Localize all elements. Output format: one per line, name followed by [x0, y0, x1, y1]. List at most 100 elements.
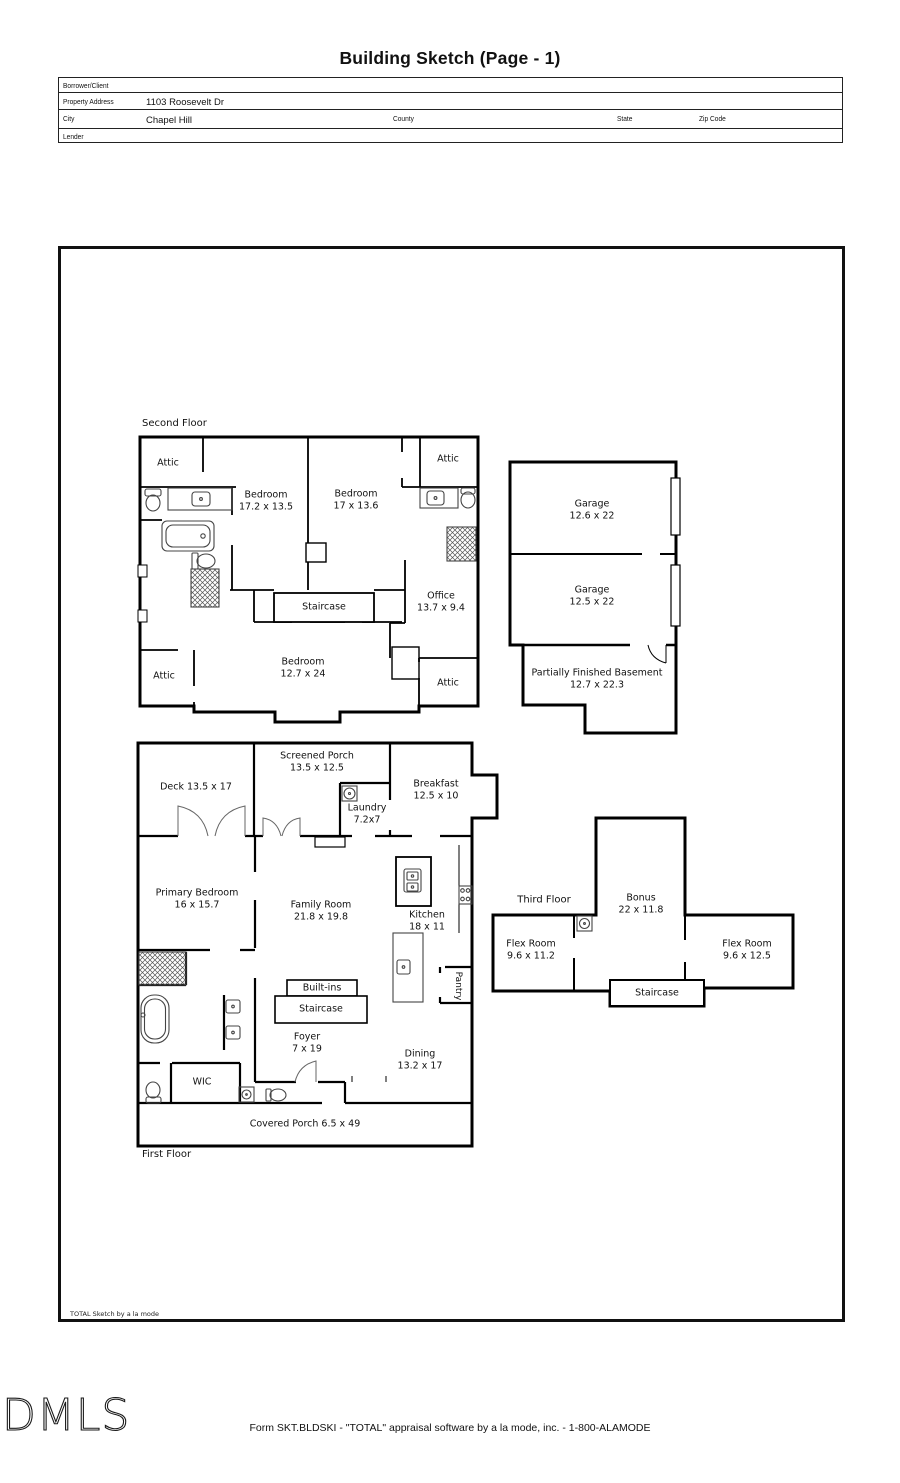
- door-arc: [647, 644, 667, 664]
- sink-counter-icon: [419, 487, 459, 509]
- row-property-address: Property Address 1103 Roosevelt Dr: [59, 92, 842, 109]
- room-label-covered-porch: Covered Porch 6.5 x 49: [249, 1118, 361, 1130]
- first-floor-interior-walls: [138, 743, 472, 1105]
- room-name: Breakfast: [413, 778, 459, 790]
- city-value: Chapel Hill: [146, 115, 192, 126]
- wall-fixture: [137, 564, 148, 578]
- toilet-icon: [265, 1088, 287, 1102]
- room-dims: 13.2 x 17: [397, 1060, 443, 1071]
- room-label-bedroom2: Bedroom 17 x 13.6: [334, 489, 379, 512]
- room-label-pantry: Pantry: [452, 971, 463, 1001]
- stove-icon: [403, 868, 422, 893]
- floor-label-second: Second Floor: [142, 418, 207, 429]
- row-city-county-state-zip: City Chapel Hill County State Zip Code: [59, 109, 842, 128]
- room-label-breakfast: Breakfast 12.5 x 10: [413, 779, 458, 802]
- toilet-icon: [191, 552, 216, 570]
- room-name: Office: [427, 590, 455, 602]
- first-floor-fixtures: [138, 785, 473, 1104]
- room-label-laundry: Laundry 7.2x7: [348, 803, 387, 826]
- room-name: Laundry: [347, 802, 387, 814]
- kitchen-island: [395, 856, 432, 907]
- page-title: Building Sketch (Page - 1): [339, 48, 561, 68]
- garage-door: [670, 477, 681, 536]
- french-door-arc: [177, 805, 246, 837]
- sink-icon: [225, 999, 241, 1014]
- room-label-deck: Deck 13.5 x 17: [160, 781, 232, 793]
- room-dims: 12.6 x 22: [569, 510, 615, 521]
- room-label-basement: Partially Finished Basement 12.7 x 22.3: [531, 668, 662, 691]
- bathtub-icon: [140, 994, 170, 1044]
- room-name: Flex Room: [506, 938, 556, 950]
- form-footer: Form SKT.BLDSKI - "TOTAL" appraisal soft…: [249, 1422, 651, 1434]
- garage-basement-plan: [508, 460, 681, 735]
- bathtub-icon: [161, 520, 215, 552]
- room-name: Primary Bedroom: [155, 887, 239, 899]
- row-borrower: Borrower/Client: [59, 78, 842, 92]
- second-floor-plan: [137, 435, 480, 724]
- room-name: Partially Finished Basement: [531, 667, 663, 679]
- room-label-kitchen: Kitchen 18 x 11: [409, 910, 445, 933]
- shower-icon: [190, 568, 220, 608]
- first-floor-plan: [136, 741, 499, 1148]
- room-label-wic: WIC: [192, 1076, 212, 1088]
- door-arcs: [177, 805, 317, 1083]
- room-label-attic-tl: Attic: [157, 457, 179, 469]
- sink-icon: [576, 915, 593, 932]
- room-name: Dining: [404, 1048, 436, 1060]
- state-label: State: [617, 114, 633, 123]
- borrower-label: Borrower/Client: [63, 81, 109, 90]
- room-label-screened-porch: Screened Porch 13.5 x 12.5: [280, 751, 354, 774]
- room-name: Kitchen: [409, 909, 445, 921]
- french-door-arc: [262, 817, 301, 837]
- room-name: Flex Room: [722, 938, 772, 950]
- room-dims: 18 x 11: [409, 921, 445, 932]
- room-label-garage2: Garage 12.5 x 22: [570, 585, 615, 608]
- garage-door: [670, 564, 681, 627]
- kitchen-counter: [392, 932, 424, 1003]
- range-icon: [458, 885, 473, 905]
- room-dims: 9.6 x 12.5: [723, 950, 771, 961]
- third-floor-plan: [491, 816, 795, 1008]
- floor-label-first: First Floor: [142, 1149, 192, 1160]
- front-door-arc: [294, 1060, 317, 1083]
- room-name: Garage: [574, 584, 610, 596]
- staircase-box-third: [609, 979, 705, 1007]
- room-label-attic-tr: Attic: [437, 453, 459, 465]
- shower-icon: [446, 526, 477, 562]
- room-label-office: Office 13.7 x 9.4: [417, 591, 465, 614]
- second-floor-fixtures: [144, 487, 477, 608]
- room-name: Bedroom: [281, 656, 325, 668]
- city-label: City: [63, 114, 75, 123]
- room-dims: 13.5 x 12.5: [290, 762, 344, 773]
- room-label-staircase-second: Staircase: [302, 601, 346, 613]
- staircase-box-first: [274, 995, 368, 1024]
- room-label-garage1: Garage 12.6 x 22: [570, 499, 615, 522]
- room-label-built-ins: Built-ins: [302, 982, 342, 994]
- room-dims: 7.2x7: [353, 814, 381, 825]
- sketch-credit: TOTAL Sketch by a la mode: [70, 1310, 160, 1318]
- room-label-staircase-first: Staircase: [299, 1003, 343, 1015]
- room-label-bonus: Bonus 22 x 11.8: [619, 893, 664, 916]
- sink-counter-icon: [167, 487, 233, 511]
- room-name: Screened Porch: [280, 750, 354, 762]
- room-dims: 17.2 x 13.5: [239, 501, 293, 512]
- lender-label: Lender: [63, 132, 84, 141]
- room-dims: 9.6 x 11.2: [507, 950, 555, 961]
- hearth: [314, 836, 346, 848]
- room-name: Foyer: [293, 1031, 321, 1043]
- room-dims: 22 x 11.8: [618, 904, 664, 915]
- county-label: County: [393, 114, 414, 123]
- shower-icon: [138, 951, 187, 986]
- staircase-box-second: [273, 592, 375, 623]
- property-address-label: Property Address: [63, 97, 114, 106]
- room-label-dining: Dining 13.2 x 17: [398, 1049, 443, 1072]
- room-dims: 12.7 x 22.3: [570, 679, 624, 690]
- sink-icon: [225, 1025, 241, 1040]
- dmls-watermark: DMLS: [1, 1389, 131, 1441]
- room-dims: 12.7 x 24: [280, 668, 326, 679]
- row-lender: Lender: [59, 128, 842, 142]
- room-dims: 16 x 15.7: [174, 899, 220, 910]
- floor-label-third: Third Floor: [517, 894, 571, 906]
